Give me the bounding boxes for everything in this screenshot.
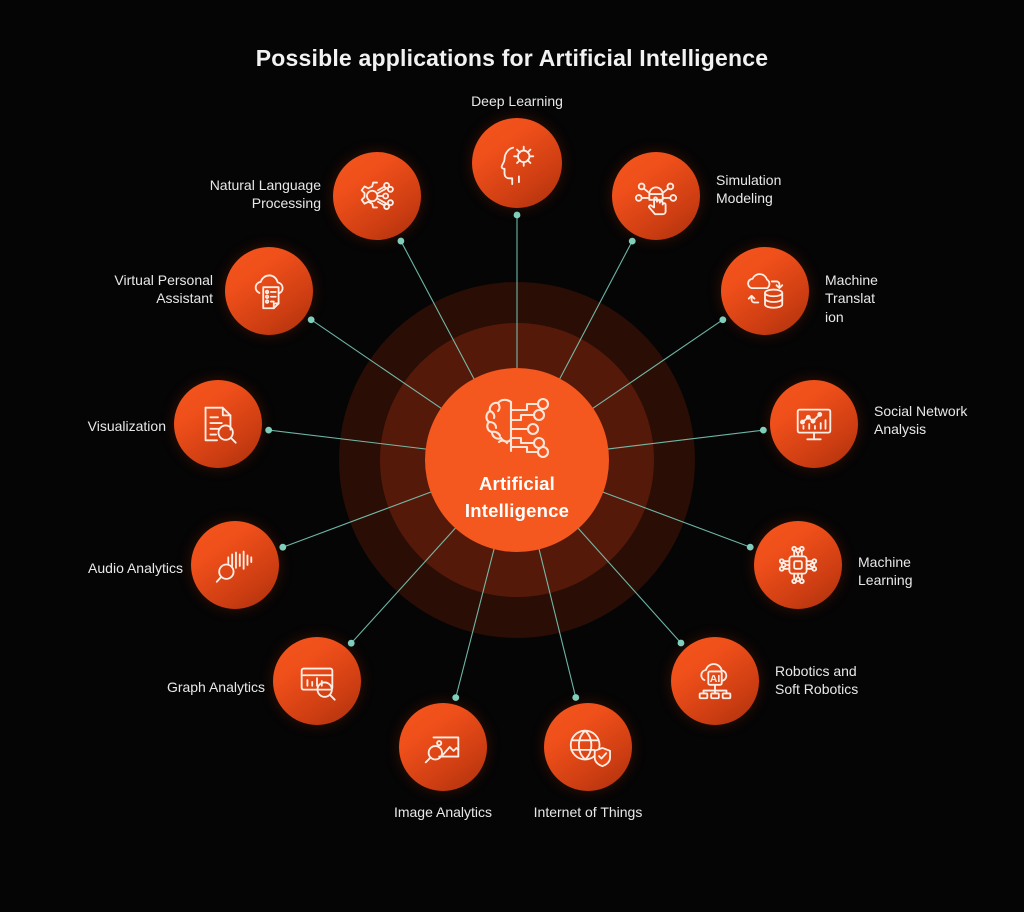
node-label-machine-translation: Machine Translat ion: [825, 272, 878, 325]
connector-dot-graph-analytics: [347, 639, 355, 647]
connector-line-machine-learning: [601, 490, 751, 548]
node-internet-of-things[interactable]: [544, 703, 632, 791]
bar-chart-search-icon: [294, 658, 340, 704]
brain-circuit-icon: [471, 396, 563, 463]
node-label-simulation-modeling: Simulation Modeling: [716, 172, 782, 207]
document-search-icon: [195, 401, 241, 447]
network-hand-icon: [633, 173, 679, 219]
connector-dot-nlp: [397, 237, 405, 245]
connector-line-nlp: [400, 240, 476, 381]
node-robotics[interactable]: AI: [671, 637, 759, 725]
svg-text:AI: AI: [710, 673, 721, 685]
cloud-ai-network-icon: AI: [692, 658, 738, 704]
center-node-artificial-intelligence[interactable]: Artificial Intelligence: [425, 368, 609, 552]
node-image-analytics[interactable]: [399, 703, 487, 791]
node-label-image-analytics: Image Analytics: [393, 804, 493, 820]
connector-dot-virtual-assistant: [307, 316, 315, 324]
connector-line-visualization: [268, 429, 428, 450]
connector-dot-internet-of-things: [572, 694, 580, 701]
center-node-label: Artificial Intelligence: [464, 473, 570, 521]
connector-line-internet-of-things: [538, 547, 577, 698]
connector-line-virtual-assistant: [310, 319, 443, 410]
cloud-list-icon: [246, 268, 292, 314]
node-label-deep-learning: Deep Learning: [471, 93, 563, 109]
node-label-visualization: Visualization: [87, 418, 166, 434]
globe-shield-icon: [565, 724, 611, 770]
node-label-internet-of-things: Internet of Things: [533, 804, 643, 820]
connector-dot-machine-learning: [746, 543, 754, 551]
connector-line-machine-translation: [591, 319, 724, 410]
connector-dot-robotics: [677, 639, 685, 647]
connector-dot-visualization: [265, 426, 273, 434]
node-graph-analytics[interactable]: [273, 637, 361, 725]
node-virtual-assistant[interactable]: [225, 247, 313, 335]
cpu-chip-icon: [775, 542, 821, 588]
connector-dot-audio-analytics: [279, 543, 287, 551]
connector-dot-machine-translation: [719, 316, 727, 324]
gear-circuit-icon: [354, 173, 400, 219]
connector-line-social-network: [606, 429, 764, 450]
node-label-virtual-assistant: Virtual Personal Assistant: [114, 272, 213, 307]
node-label-robotics: Robotics and Soft Robotics: [775, 663, 859, 698]
connector-line-graph-analytics: [350, 526, 458, 644]
connector-dot-image-analytics: [452, 694, 460, 702]
node-social-network[interactable]: [770, 380, 858, 468]
page-title: Possible applications for Artificial Int…: [255, 45, 769, 71]
node-label-audio-analytics: Audio Analytics: [88, 560, 183, 576]
node-label-machine-learning: Machine Learning: [858, 554, 913, 589]
node-machine-translation[interactable]: [721, 247, 809, 335]
head-gear-icon: [494, 140, 540, 186]
connector-dot-deep-learning: [513, 211, 521, 219]
connector-line-image-analytics: [455, 547, 496, 698]
node-machine-learning[interactable]: [754, 521, 842, 609]
waveform-search-icon: [212, 542, 258, 588]
connector-dot-simulation-modeling: [628, 237, 636, 245]
connector-line-robotics: [576, 526, 682, 644]
node-label-social-network: Social Network Analysis: [874, 403, 968, 438]
node-label-graph-analytics: Graph Analytics: [166, 679, 265, 695]
node-deep-learning[interactable]: [472, 118, 562, 208]
connector-dot-social-network: [759, 426, 767, 434]
monitor-chart-icon: [791, 401, 837, 447]
connector-line-audio-analytics: [282, 490, 433, 548]
node-nlp[interactable]: [333, 152, 421, 240]
node-simulation-modeling[interactable]: [612, 152, 700, 240]
connector-line-simulation-modeling: [558, 240, 633, 381]
node-label-nlp: Natural Language Processing: [209, 177, 321, 212]
node-audio-analytics[interactable]: [191, 521, 279, 609]
photo-search-icon: [420, 724, 466, 770]
node-visualization[interactable]: [174, 380, 262, 468]
cloud-database-sync-icon: [742, 268, 788, 314]
